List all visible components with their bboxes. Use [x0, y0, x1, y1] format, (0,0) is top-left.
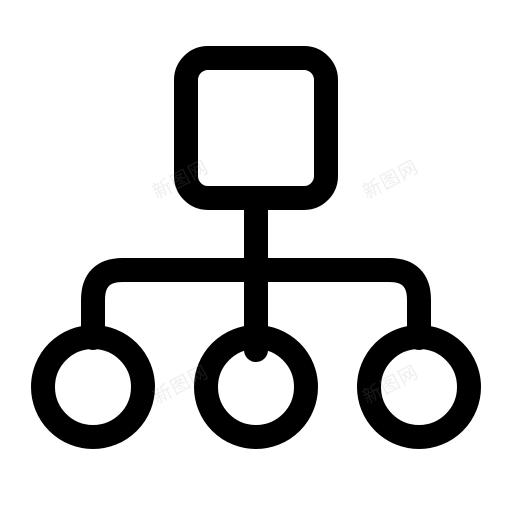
parent-node-square — [174, 46, 338, 210]
child-node-left — [31, 325, 155, 449]
child-node-right — [357, 325, 481, 449]
child-node-center — [194, 325, 318, 449]
branch-connector — [81, 258, 431, 350]
